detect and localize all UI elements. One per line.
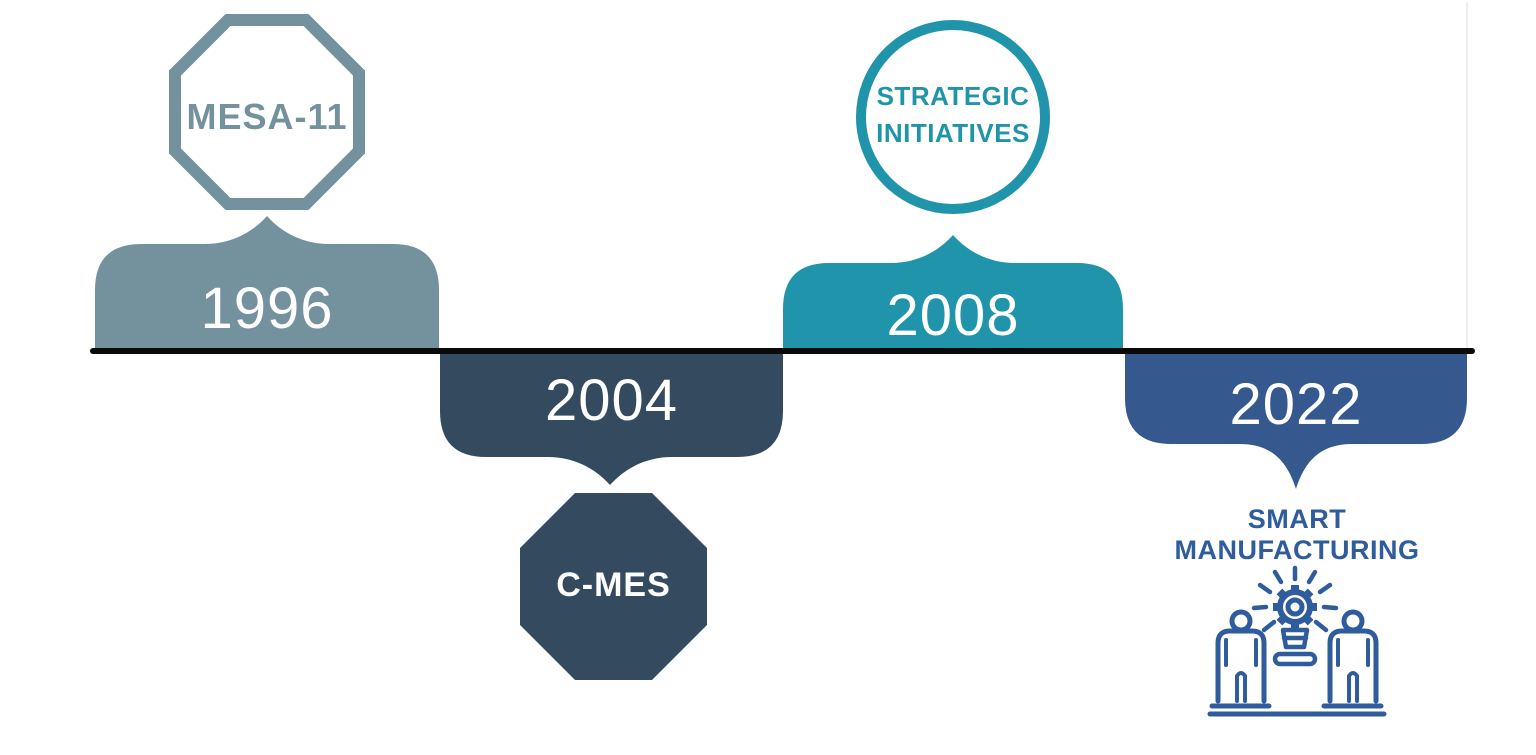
bulb-base xyxy=(1272,627,1318,667)
smart-line: SMART xyxy=(1247,504,1347,534)
cmes-label: C-MES xyxy=(556,566,671,604)
mesa11-label: MESA-11 xyxy=(186,96,348,137)
cmes-octagon-icon xyxy=(520,493,707,680)
mesa11-octagon-icon xyxy=(169,14,365,210)
person-left xyxy=(1209,609,1272,709)
gear-hole xyxy=(1285,597,1305,617)
idea-rays xyxy=(1251,565,1339,633)
manufacturing-line: MANUFACTURING xyxy=(1174,535,1420,565)
gear-body xyxy=(1277,589,1313,625)
initiatives-line: INITIATIVES xyxy=(876,118,1030,148)
year-label-1996: 1996 xyxy=(200,276,334,341)
year-banner-1996 xyxy=(95,216,439,348)
year-label-2022: 2022 xyxy=(1229,372,1363,437)
year-banner-2008 xyxy=(783,235,1123,348)
year-banner-2004 xyxy=(440,354,783,485)
slide-edge-line xyxy=(1466,2,1468,348)
strategic-circle-icon xyxy=(856,20,1050,214)
person-right xyxy=(1321,609,1384,709)
smart-manufacturing-label: SMART MANUFACTURING xyxy=(1147,504,1447,566)
year-label-2004: 2004 xyxy=(544,368,679,433)
year-banner-2022 xyxy=(1125,354,1467,489)
year-label-2008: 2008 xyxy=(886,283,1020,348)
strategic-line: STRATEGIC xyxy=(876,81,1030,111)
timeline-axis-line xyxy=(90,348,1475,354)
strategic-initiatives-label: STRATEGIC INITIATIVES xyxy=(855,78,1051,152)
smart-manufacturing-people-gear-icon xyxy=(1207,565,1387,717)
